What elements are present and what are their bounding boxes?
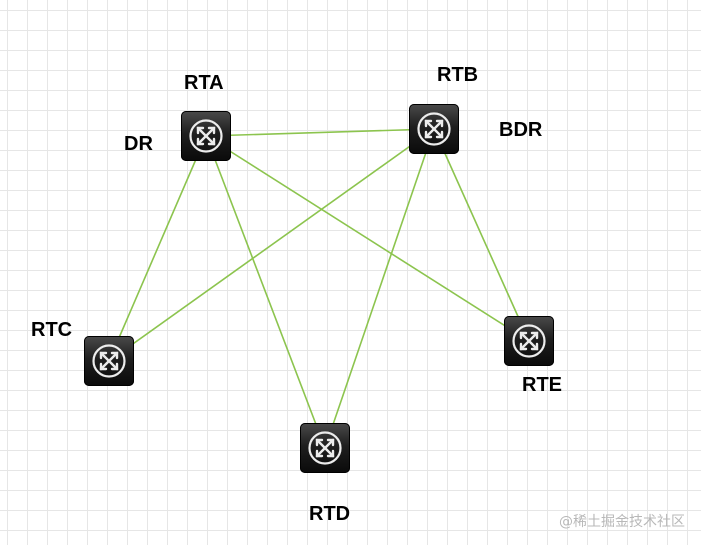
router-rte-label: RTE <box>522 374 562 396</box>
link-rtb-rtc <box>108 128 435 362</box>
link-rta-rtb <box>205 128 435 137</box>
link-rta-rtc <box>108 135 207 362</box>
router-rtc-icon <box>84 336 134 386</box>
router-rte-icon <box>504 316 554 366</box>
router-rtb-label: RTB <box>437 64 479 86</box>
router-rta-label: RTA <box>184 72 224 94</box>
link-rta-rtd <box>205 135 326 449</box>
link-rtb-rtd <box>324 128 435 449</box>
router-rtb-role: BDR <box>499 119 543 141</box>
router-rta-role: DR <box>124 133 153 155</box>
watermark: @稀土掘金技术社区 <box>559 514 685 530</box>
link-layer <box>108 128 530 449</box>
router-rtb-icon <box>409 104 459 154</box>
router-rtc-label: RTC <box>31 319 73 341</box>
router-rta-icon <box>181 111 231 161</box>
link-rta-rte <box>205 135 530 342</box>
router-rtd-label: RTD <box>309 503 351 525</box>
router-rtd-icon <box>300 423 350 473</box>
link-rtb-rte <box>433 128 530 342</box>
